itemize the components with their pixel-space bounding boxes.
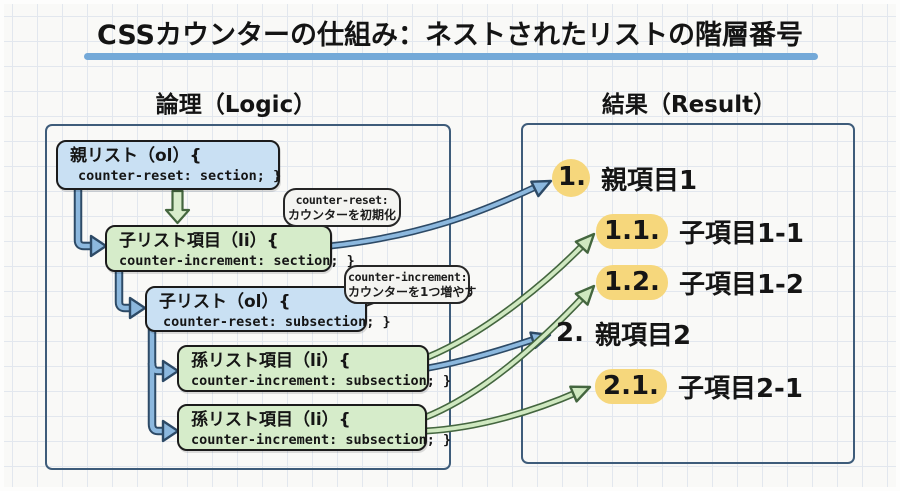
result-item-1-1: 1.1. 子項目1-1 <box>596 211 804 251</box>
box-grandchild-list-item-1: 孫リスト項目（li）{ counter-increment: subsectio… <box>177 345 452 392</box>
box-title: 孫リスト項目（li）{ <box>191 351 351 371</box>
box-title: 子リスト項目（li）{ <box>119 231 279 251</box>
result-item-2: 2. 親項目2 <box>556 313 691 353</box>
result-label: 子項目2-1 <box>677 373 803 404</box>
counter-badge: 1. <box>552 159 590 197</box>
box-code: counter-increment: subsection; } <box>191 432 452 448</box>
callout-code: counter-increment: <box>348 270 468 284</box>
box-code: counter-increment: subsection; } <box>191 373 452 389</box>
box-child-list: 子リスト（ol）{ counter-reset: subsection; } <box>145 286 391 332</box>
callout-note: カウンターを1つ増やす <box>348 285 477 299</box>
counter-badge: 1.2. <box>596 264 668 300</box>
box-title: 子リスト（ol）{ <box>159 292 291 312</box>
box-code: counter-increment: section; } <box>119 253 355 269</box>
callout-note: カウンターを初期化 <box>287 208 396 222</box>
callout-counter-increment: counter-increment: カウンターを1つ増やす <box>344 265 477 304</box>
result-label: 親項目1 <box>601 165 698 196</box>
result-label: 子項目1-1 <box>678 218 804 249</box>
box-grandchild-list-item-2: 孫リスト項目（li）{ counter-increment: subsectio… <box>177 404 452 451</box>
counter-plain: 2. <box>556 318 584 348</box>
result-item-1-2: 1.2. 子項目1-2 <box>596 262 804 302</box>
box-child-list-item: 子リスト項目（li）{ counter-increment: section; … <box>105 225 355 272</box>
box-title: 孫リスト項目（li）{ <box>191 410 351 430</box>
counter-badge: 2.1. <box>595 368 667 404</box>
title-underline <box>84 53 818 60</box>
logic-section-header: 論理（Logic） <box>155 92 317 118</box>
result-label: 親項目2 <box>594 320 692 351</box>
box-title: 親リスト（ol）{ <box>70 146 202 166</box>
result-item-2-1: 2.1. 子項目2-1 <box>595 366 803 406</box>
box-code: counter-reset: section; } <box>78 168 282 184</box>
result-section-header: 結果（Result） <box>601 92 777 118</box>
result-item-1: 1. 親項目1 <box>552 158 697 198</box>
result-label: 子項目1-2 <box>678 269 804 300</box>
box-parent-list: 親リスト（ol）{ counter-reset: section; } <box>56 140 282 190</box>
box-code: counter-reset: subsection; } <box>163 314 391 330</box>
counter-badge: 1.1. <box>596 213 668 249</box>
page-title: CSSカウンターの仕組み：ネストされたリストの階層番号 <box>97 20 803 51</box>
callout-code: counter-reset: <box>295 193 389 207</box>
callout-counter-reset: counter-reset: カウンターを初期化 <box>283 188 401 227</box>
